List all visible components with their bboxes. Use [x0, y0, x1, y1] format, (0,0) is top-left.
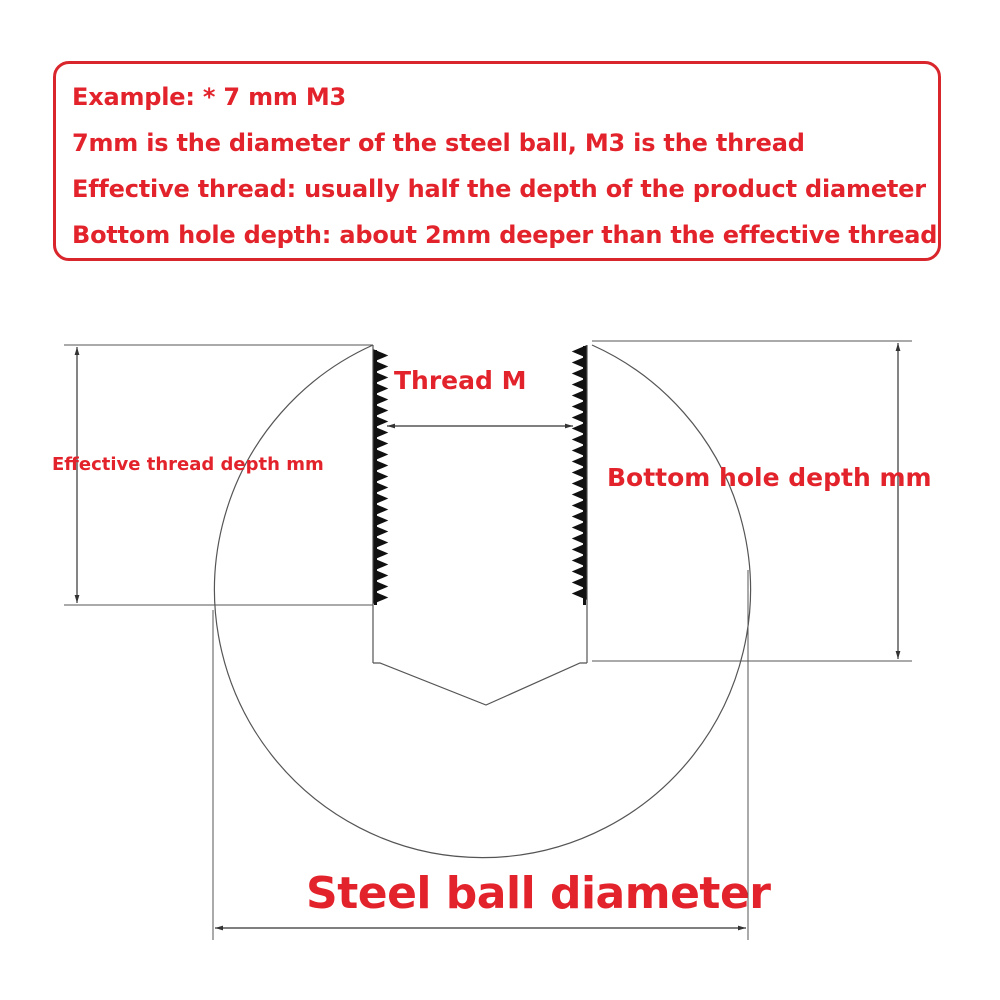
thread-root-bar — [583, 346, 586, 605]
thread-teeth-left — [372, 349, 389, 605]
note-line-diameter: 7mm is the diameter of the steel ball, M… — [72, 129, 805, 157]
note-line-effective-thread: Effective thread: usually half the depth… — [72, 175, 926, 203]
hole-drill-point — [373, 662, 587, 706]
label-steel-ball-diameter: Steel ball diameter — [306, 868, 771, 919]
example-note-box: Example: * 7 mm M3 7mm is the diameter o… — [53, 61, 941, 261]
note-line-example: Example: * 7 mm M3 — [72, 83, 347, 111]
ball-outline-left-arc — [213, 344, 752, 859]
note-line-bottom-hole: Bottom hole depth: about 2mm deeper than… — [72, 221, 938, 249]
label-effective-thread-depth: Effective thread depth mm — [52, 454, 324, 475]
label-bottom-hole-depth: Bottom hole depth mm — [607, 463, 932, 492]
thread-teeth-right — [571, 345, 588, 605]
thread-root-bar — [374, 350, 377, 605]
label-thread-m: Thread M — [394, 366, 527, 395]
